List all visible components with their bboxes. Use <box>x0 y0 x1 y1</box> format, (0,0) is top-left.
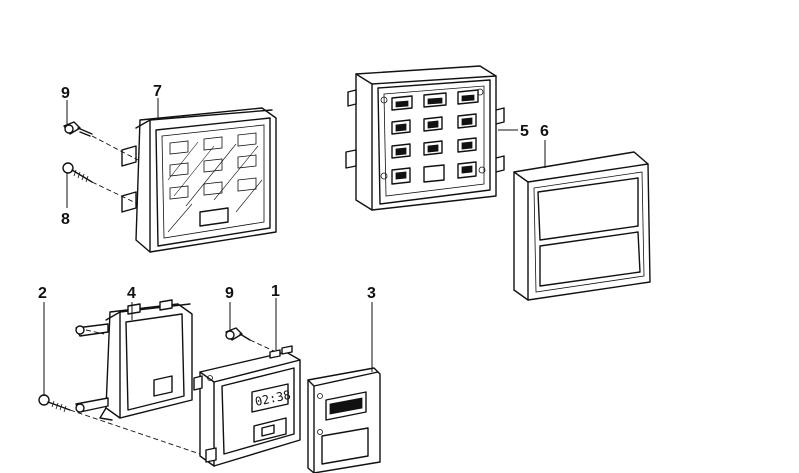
callout-9-lower: 9 <box>225 285 234 302</box>
part-4-mounting-bracket <box>75 299 193 421</box>
callout-7: 7 <box>153 83 162 100</box>
part-9-screw-upper <box>63 121 93 137</box>
part-7-lens-cover <box>121 107 277 253</box>
part-8-screw-lower <box>62 162 93 183</box>
callout-2: 2 <box>38 285 47 302</box>
callout-9-upper: 9 <box>61 85 70 102</box>
part-1-clock-module: 02:38 <box>193 345 301 467</box>
part-9-screw-lower <box>225 327 251 341</box>
callout-4: 4 <box>127 285 136 302</box>
callout-8: 8 <box>61 211 70 228</box>
part-6-bezel-frame <box>513 151 651 301</box>
part-2-screw <box>38 394 71 413</box>
callout-6: 6 <box>540 123 549 140</box>
part-3-front-plate <box>307 367 381 473</box>
callout-1: 1 <box>271 283 280 300</box>
callout-5: 5 <box>520 123 529 140</box>
callout-3: 3 <box>367 285 376 302</box>
leader-lines <box>43 98 546 396</box>
callout-labels: 7 9 8 5 6 2 4 9 1 3 <box>38 83 549 302</box>
part-5-switch-panel <box>345 65 505 211</box>
